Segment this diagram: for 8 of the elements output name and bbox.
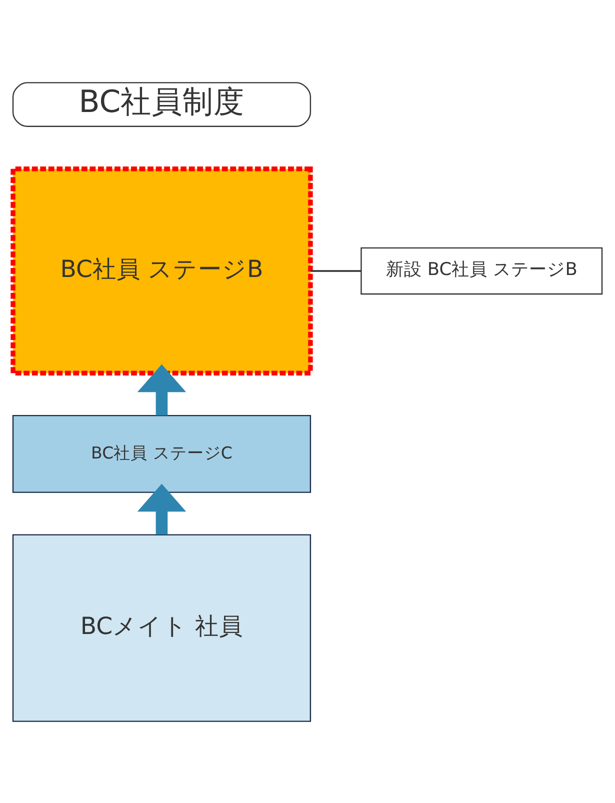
node-box: 新設 BC社員 ステージB [360, 246, 603, 294]
node-box: BC社員 ステージB [10, 166, 313, 375]
arrow [137, 483, 186, 534]
arrow [137, 364, 186, 415]
node-box: BCメイト 社員 [12, 534, 312, 722]
node-box: BC社員制度 [12, 82, 312, 126]
node-box: BC社員 ステージC [12, 414, 312, 492]
connector [310, 270, 362, 272]
